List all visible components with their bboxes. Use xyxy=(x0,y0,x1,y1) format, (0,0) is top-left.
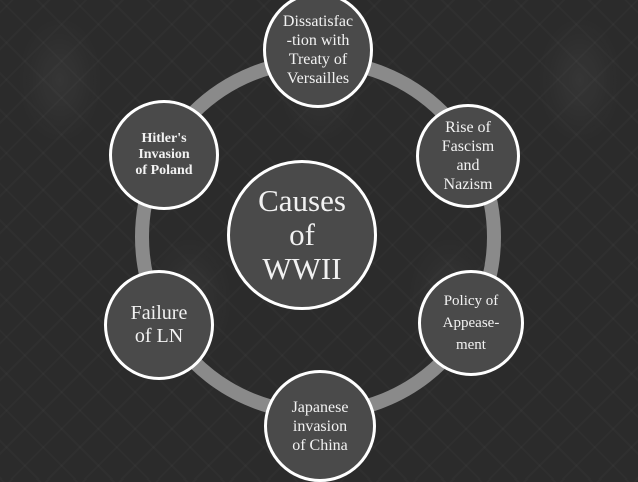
central-topic-label: Causes of WWII xyxy=(258,183,346,286)
cause-node-league: Failure of LN xyxy=(104,270,214,380)
cause-node-appeasement: Policy of Appease- ment xyxy=(418,270,524,376)
central-topic: Causes of WWII xyxy=(227,160,377,310)
cause-label-fascism: Rise of Fascism and Nazism xyxy=(441,119,495,193)
cause-node-poland: Hitler's Invasion of Poland xyxy=(109,100,219,210)
cause-label-appeasement: Policy of Appease- ment xyxy=(442,293,500,353)
cause-node-fascism: Rise of Fascism and Nazism xyxy=(416,104,520,208)
cause-label-versailles: Dissatisfac -tion with Treaty of Versail… xyxy=(282,13,354,87)
cause-label-japan: Japanese invasion of China xyxy=(291,398,349,454)
cause-label-league: Failure of LN xyxy=(130,302,188,347)
cause-node-japan: Japanese invasion of China xyxy=(264,370,376,482)
cause-label-poland: Hitler's Invasion of Poland xyxy=(135,131,193,178)
cause-node-versailles: Dissatisfac -tion with Treaty of Versail… xyxy=(263,0,373,108)
